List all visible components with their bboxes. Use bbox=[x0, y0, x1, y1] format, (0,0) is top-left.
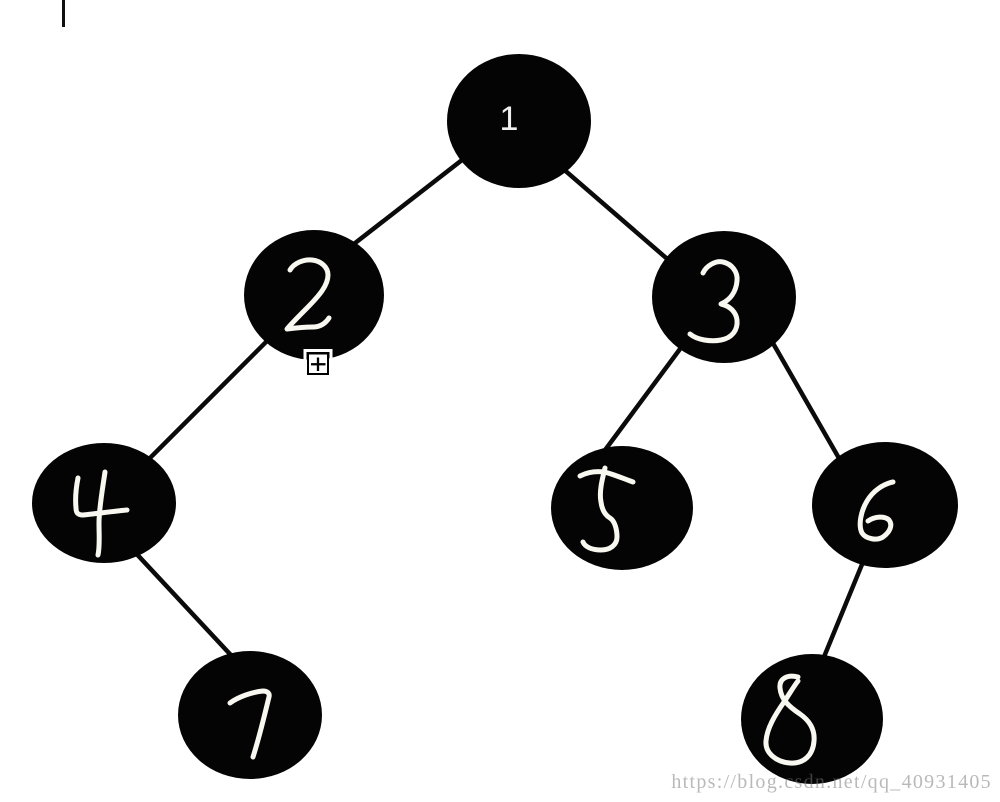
node-label-7 bbox=[227, 688, 272, 760]
node-label-6 bbox=[857, 479, 896, 542]
node-label-8 bbox=[763, 673, 817, 766]
node-label-3 bbox=[687, 259, 740, 344]
tree-edge-2-4 bbox=[138, 327, 281, 470]
tree-node-1 bbox=[447, 54, 591, 188]
tree-node-4 bbox=[32, 443, 176, 563]
tree-node-5 bbox=[551, 446, 693, 570]
tree-edge-1-2 bbox=[335, 147, 477, 260]
tree-edge-6-8 bbox=[817, 544, 872, 670]
tree-node-6 bbox=[812, 442, 958, 568]
tree-edge-3-6 bbox=[759, 321, 851, 477]
node-label-2 bbox=[284, 257, 332, 332]
tree-node-3 bbox=[652, 231, 796, 363]
node-label-4-stroke2 bbox=[95, 469, 108, 558]
tree-edge-3-5 bbox=[599, 333, 692, 458]
tree-node-7 bbox=[178, 651, 322, 779]
node-label-1: 1 bbox=[500, 100, 519, 138]
tree-node-2 bbox=[244, 230, 384, 360]
tree-edge-1-3 bbox=[546, 154, 680, 270]
node-label-5-stroke2 bbox=[580, 465, 620, 553]
cursor-halo bbox=[303, 349, 333, 378]
tree-node-8 bbox=[741, 654, 883, 784]
tree-edge-4-7 bbox=[132, 550, 242, 666]
node-label-4 bbox=[73, 475, 130, 518]
